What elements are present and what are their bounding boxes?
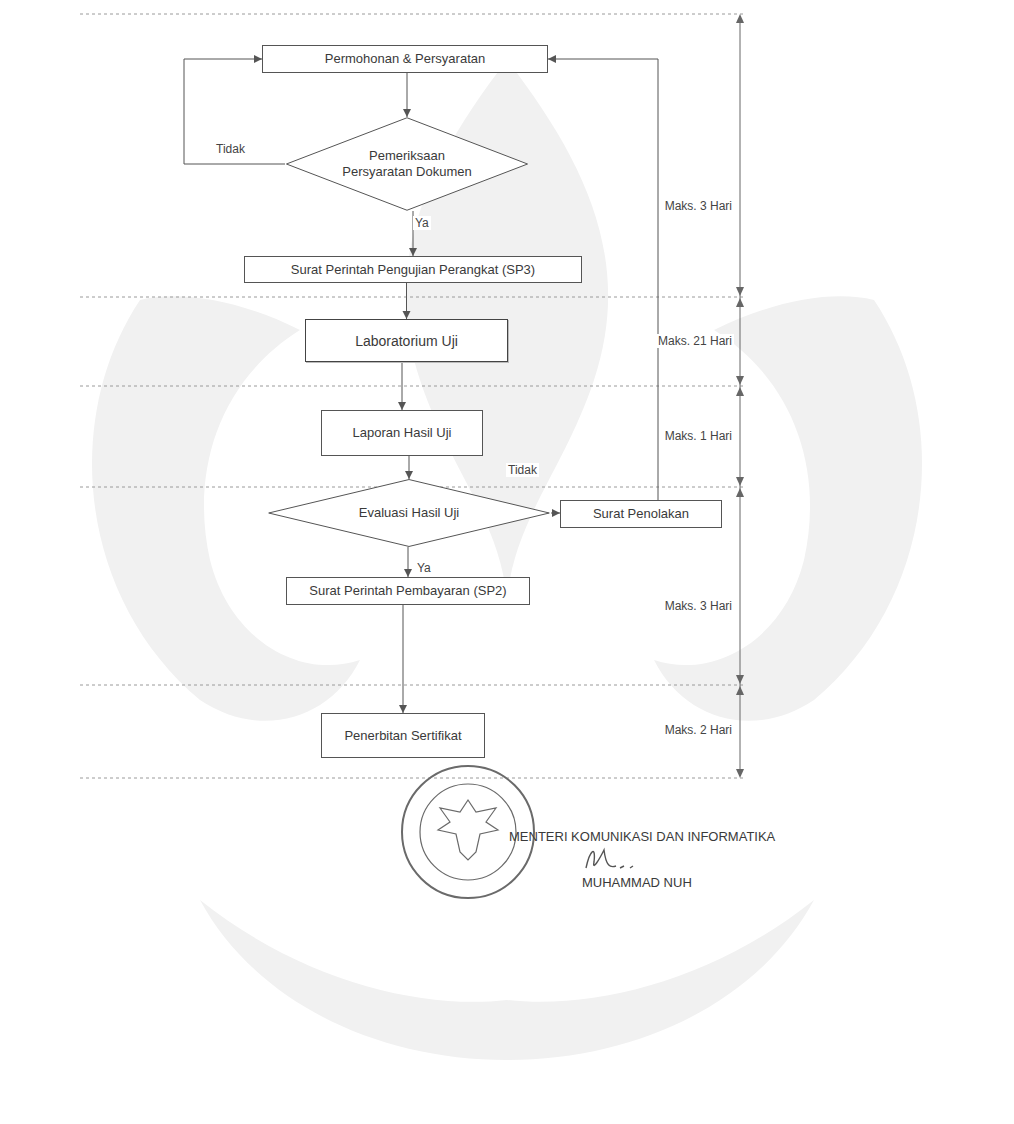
phase-divider bbox=[80, 685, 745, 686]
process-box: Surat Perintah Pembayaran (SP2) bbox=[286, 577, 530, 605]
process-box: Surat Perintah Pengujian Perangkat (SP3) bbox=[244, 256, 582, 283]
node-text: Laporan Hasil Uji bbox=[353, 425, 452, 441]
dimension-arrow bbox=[736, 769, 744, 778]
phase-divider bbox=[80, 297, 745, 298]
flow-connector bbox=[399, 605, 407, 713]
dimension-arrow bbox=[736, 675, 744, 684]
flow-connector bbox=[551, 509, 560, 517]
duration-label: Maks. 3 Hari bbox=[663, 599, 734, 613]
arrowhead bbox=[548, 55, 556, 63]
process-box: Laboratorium Uji bbox=[305, 319, 508, 362]
flow-connector bbox=[403, 283, 411, 319]
flow-connector bbox=[403, 73, 411, 117]
arrowhead bbox=[403, 311, 411, 319]
arrowhead bbox=[404, 569, 412, 577]
node-text: Penerbitan Sertifikat bbox=[344, 728, 461, 744]
node-text: Surat Perintah Pembayaran (SP2) bbox=[309, 583, 506, 599]
arrowhead bbox=[552, 509, 560, 517]
edge-label: Ya bbox=[415, 561, 433, 575]
garuda-emblem bbox=[438, 800, 498, 860]
duration-label: Maks. 1 Hari bbox=[663, 429, 734, 443]
process-box: Permohonan & Persyaratan bbox=[262, 45, 548, 73]
edge-label: Tidak bbox=[506, 463, 539, 477]
dimension-arrow bbox=[736, 287, 744, 296]
decision-diamond: Evaluasi Hasil Uji bbox=[267, 479, 551, 547]
process-box: Penerbitan Sertifikat bbox=[321, 713, 485, 758]
edge-label: Tidak bbox=[214, 142, 247, 156]
diamond-outline bbox=[286, 118, 527, 210]
flow-connector bbox=[404, 547, 412, 577]
official-seal bbox=[420, 784, 516, 880]
node-text: Surat Perintah Pengujian Perangkat (SP3) bbox=[291, 262, 535, 278]
flow-connector bbox=[398, 362, 406, 410]
flow-connector bbox=[405, 456, 413, 479]
duration-label: Maks. 21 Hari bbox=[656, 334, 734, 348]
dimension-arrow bbox=[736, 387, 744, 396]
signature bbox=[586, 850, 633, 868]
dimension-arrow bbox=[736, 376, 744, 385]
phase-divider bbox=[80, 386, 745, 387]
dimension-arrow bbox=[736, 298, 744, 307]
watermark bbox=[200, 900, 814, 1060]
duration-label: Maks. 3 Hari bbox=[663, 199, 734, 213]
edge-label: Ya bbox=[413, 216, 431, 230]
signatory-name: MUHAMMAD NUH bbox=[580, 876, 694, 890]
connector-line bbox=[403, 605, 404, 713]
node-text: Permohonan & Persyaratan bbox=[325, 51, 485, 67]
phase-divider bbox=[80, 778, 745, 779]
dimension-arrow bbox=[736, 14, 744, 23]
duration-label: Maks. 2 Hari bbox=[663, 723, 734, 737]
arrowhead bbox=[398, 402, 406, 410]
connector-line bbox=[184, 59, 285, 164]
dimension-arrow bbox=[736, 477, 744, 486]
arrowhead bbox=[403, 109, 411, 117]
diamond-outline bbox=[269, 480, 550, 547]
arrowhead bbox=[405, 471, 413, 479]
arrowhead bbox=[409, 248, 417, 256]
dimension-arrow bbox=[736, 686, 744, 695]
node-text: Evaluasi Hasil Uji bbox=[324, 505, 494, 521]
dimension-arrow bbox=[736, 488, 744, 497]
node-text: Pemeriksaan Persyaratan Dokumen bbox=[337, 148, 477, 180]
arrowhead bbox=[254, 55, 262, 63]
arrowhead bbox=[399, 705, 407, 713]
phase-divider bbox=[80, 14, 745, 15]
node-text: Surat Penolakan bbox=[593, 506, 689, 522]
process-box: Laporan Hasil Uji bbox=[321, 410, 483, 456]
signatory-title: MENTERI KOMUNIKASI DAN INFORMATIKA bbox=[507, 830, 777, 844]
decision-diamond: Pemeriksaan Persyaratan Dokumen bbox=[285, 117, 529, 211]
node-text: Laboratorium Uji bbox=[355, 333, 458, 349]
process-box: Surat Penolakan bbox=[560, 500, 722, 528]
